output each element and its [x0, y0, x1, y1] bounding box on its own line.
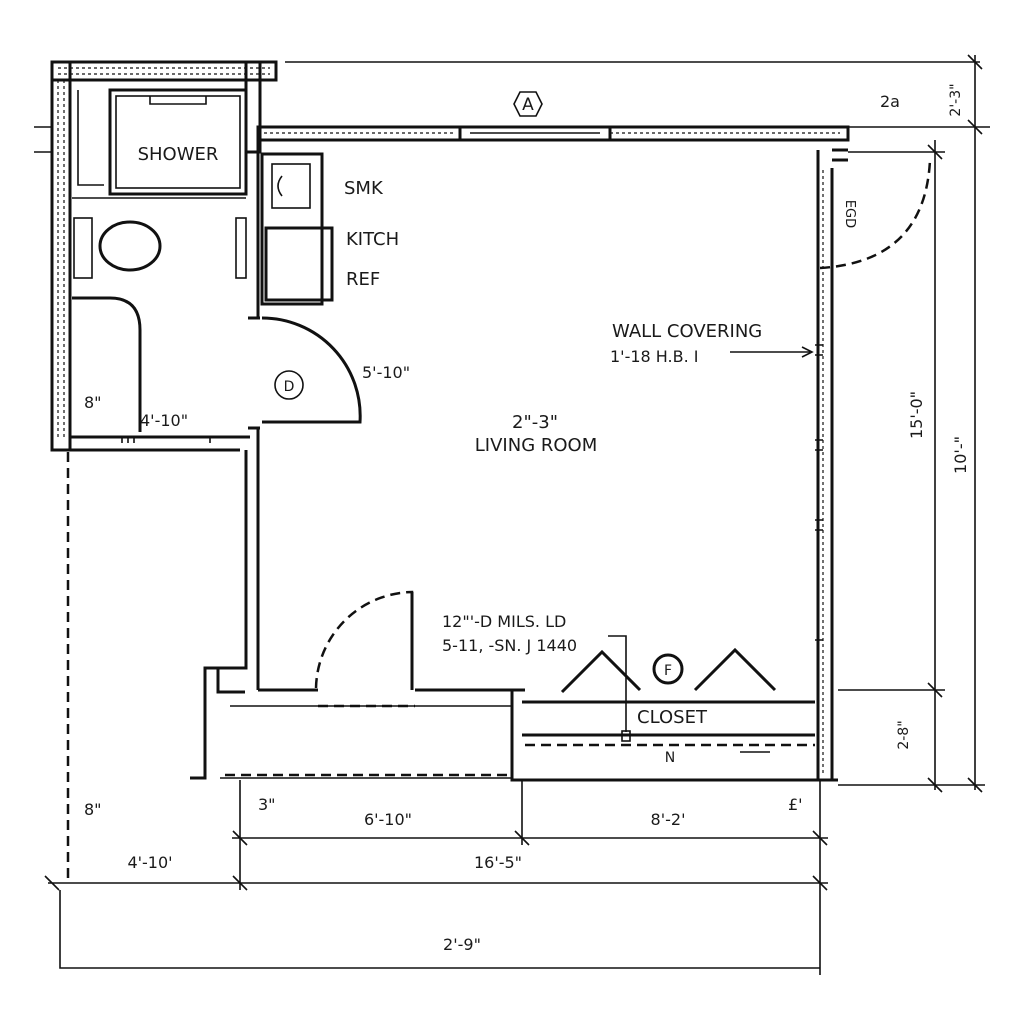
closet-label: CLOSET — [637, 707, 708, 728]
closet-door-tag: F — [664, 663, 672, 679]
top-offset-dim: 2a — [880, 92, 900, 111]
entry-door-swing — [314, 590, 414, 689]
right-door-label: EGD — [842, 200, 857, 228]
right-door-swing — [819, 159, 932, 270]
kitchenette — [260, 152, 334, 306]
closet-door-note-1: 12"'-D MILS. LD — [442, 612, 566, 631]
living-room-label: LIVING ROOM — [475, 435, 597, 456]
bath-door-dim: 5'-10" — [362, 363, 410, 382]
right-overall-dim: 10'-" — [951, 436, 970, 474]
bath-door-swing — [261, 316, 362, 424]
living-room-walls — [190, 125, 850, 782]
closet-shelf-label: N — [665, 750, 675, 766]
closet-door-note-2: 5-11, -SN. J 1440 — [442, 636, 577, 655]
grid-marker-icon — [513, 91, 543, 117]
living-ceiling-label: 2"-3" — [512, 412, 558, 433]
right-closet-dim: 2-8" — [896, 720, 912, 749]
wall-covering-label: WALL COVERING — [612, 321, 762, 342]
left-lower-dim: 8" — [84, 800, 102, 819]
row2-left-dim: 4'-10' — [127, 853, 172, 872]
vanity-counter — [72, 296, 142, 432]
shower-label: SHOWER — [138, 144, 219, 165]
shower — [77, 88, 248, 196]
closet-door-tag-icon — [652, 653, 684, 685]
dimension-lines — [285, 55, 990, 790]
row2-main-dim: 16'-5" — [474, 853, 522, 872]
bath-width-dim: 4'-10" — [140, 411, 188, 430]
ref-label: REF — [346, 269, 380, 290]
bath-door-tag: D — [284, 379, 295, 395]
seg-3-dim: 3" — [258, 795, 276, 814]
bath-left-dim: 8" — [84, 393, 102, 412]
top-height-dim: 2'-3" — [948, 83, 964, 116]
kitchen-label: KITCH — [346, 229, 399, 250]
seg-hall-dim: 6'-10" — [364, 810, 412, 829]
seg-end-dim: £' — [788, 795, 803, 814]
bifold-door — [560, 647, 777, 694]
overall-width-dim: 2'-9" — [443, 935, 481, 954]
wall-covering-spec: 1'-18 H.B. I — [610, 347, 699, 366]
leader-line — [608, 635, 627, 732]
sink-label: SMK — [344, 178, 384, 199]
seg-closet-dim: 8'-2' — [651, 810, 686, 829]
toilet-icon — [72, 197, 247, 279]
right-living-dim: 15'-0" — [907, 391, 926, 439]
grid-marker-label: A — [522, 95, 534, 115]
door-tag-icon — [274, 370, 304, 400]
bottom-dimension-lines — [48, 837, 828, 969]
